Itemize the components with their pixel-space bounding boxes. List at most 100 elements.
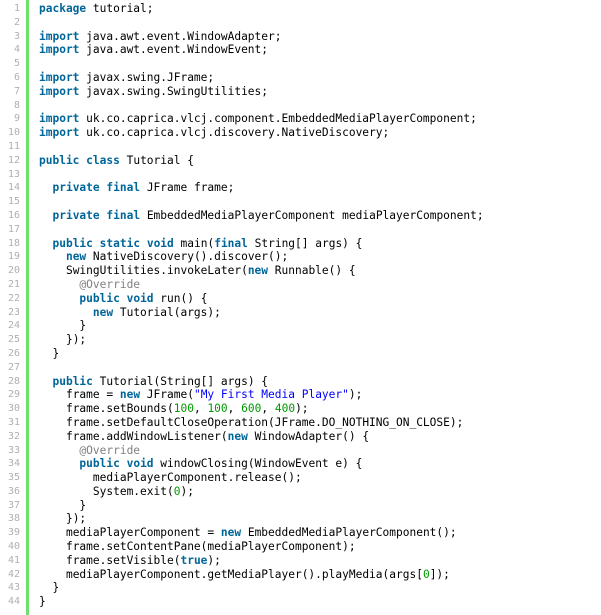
- code-token: System.exit(: [92, 484, 174, 498]
- code-indent: [39, 540, 66, 553]
- code-line: 32 frame.addWindowListener(new WindowAda…: [0, 430, 601, 444]
- code-indent: [39, 306, 93, 319]
- code-text: package tutorial;: [39, 2, 154, 16]
- code-token: main(: [173, 236, 215, 250]
- code-token: });: [65, 333, 87, 347]
- code-token: frame.setDefaultCloseOperation(JFrame.DO…: [65, 415, 464, 429]
- code-line: 20 SwingUtilities.invokeLater(new Runnab…: [0, 264, 601, 278]
- line-number: 29: [7, 389, 20, 401]
- line-number: 3: [13, 30, 20, 42]
- code-indent: [39, 568, 66, 581]
- code-token: javax.swing.SwingUtilities;: [79, 84, 269, 98]
- code-text: }: [39, 319, 86, 333]
- code-line: 14 private final JFrame frame;: [0, 181, 601, 195]
- code-text: private final JFrame frame;: [39, 181, 234, 195]
- code-line: 29 frame = new JFrame("My First Media Pl…: [0, 388, 601, 402]
- code-indent: [39, 264, 66, 277]
- code-token: SwingUtilities.invokeLater(: [65, 264, 248, 278]
- line-number: 9: [13, 113, 20, 125]
- code-indent: [39, 444, 79, 457]
- code-token: Tutorial {: [119, 153, 194, 167]
- code-line: 41 frame.setVisible(true);: [0, 554, 601, 568]
- code-token: );: [180, 484, 194, 498]
- code-indent: [39, 581, 52, 594]
- code-indent: [39, 416, 66, 429]
- keyword: import: [39, 112, 80, 126]
- string-literal: "My First Media Player": [193, 388, 349, 402]
- code-text: frame.setBounds(100, 100, 600, 400);: [39, 402, 309, 416]
- line-number: 5: [13, 58, 20, 70]
- code-token: frame.setContentPane(mediaPlayerComponen…: [65, 540, 356, 554]
- code-text: });: [39, 333, 86, 347]
- keyword: new: [92, 305, 114, 319]
- code-indent: [39, 209, 52, 222]
- line-number: 20: [7, 265, 20, 277]
- keyword: private: [52, 208, 100, 222]
- code-line: 27: [0, 361, 601, 375]
- code-text: public static void main(final String[] a…: [39, 237, 362, 251]
- keyword: public: [52, 374, 93, 388]
- gutter-divider: [26, 0, 29, 615]
- code-token: uk.co.caprica.vlcj.discovery.NativeDisco…: [79, 126, 390, 140]
- code-token: });: [65, 512, 87, 526]
- code-text: }: [39, 499, 86, 513]
- code-line: 8: [0, 99, 601, 113]
- number-literal: 400: [274, 402, 296, 416]
- code-text: mediaPlayerComponent.getMediaPlayer().pl…: [39, 568, 450, 582]
- code-token: windowClosing(WindowEvent e) {: [153, 457, 363, 471]
- code-line: 18 public static void main(final String[…: [0, 237, 601, 251]
- code-indent: [39, 237, 52, 250]
- line-number: 40: [7, 541, 20, 553]
- code-line: 43 }: [0, 581, 601, 595]
- code-token: ]);: [429, 567, 450, 581]
- code-indent: [39, 375, 52, 388]
- code-line: 40 frame.setContentPane(mediaPlayerCompo…: [0, 540, 601, 554]
- code-line: 30 frame.setBounds(100, 100, 600, 400);: [0, 402, 601, 416]
- code-indent: [39, 430, 66, 443]
- code-token: );: [348, 388, 363, 402]
- code-text: frame.setContentPane(mediaPlayerComponen…: [39, 540, 356, 554]
- code-line: 26 }: [0, 347, 601, 361]
- keyword: final: [214, 236, 248, 250]
- code-text: mediaPlayerComponent = new EmbeddedMedia…: [39, 526, 457, 540]
- keyword: package: [39, 2, 87, 15]
- code-token: frame.setBounds(: [65, 402, 174, 416]
- line-number: 17: [7, 223, 20, 235]
- code-token: JFrame(: [140, 388, 194, 402]
- keyword: void: [126, 291, 154, 305]
- code-indent: [39, 292, 79, 305]
- code-line: 21 @Override: [0, 278, 601, 292]
- code-text: public class Tutorial {: [39, 154, 194, 168]
- code-indent: [39, 471, 93, 484]
- code-text: @Override: [39, 278, 140, 292]
- code-token: mediaPlayerComponent.release();: [92, 471, 302, 485]
- code-indent: [39, 402, 66, 415]
- code-line: 35 mediaPlayerComponent.release();: [0, 471, 601, 485]
- line-number: 11: [7, 140, 20, 152]
- keyword: import: [39, 29, 80, 43]
- line-number: 4: [13, 44, 20, 56]
- annotation: @Override: [79, 443, 141, 457]
- code-text: import javax.swing.JFrame;: [39, 71, 214, 85]
- keyword: void: [146, 236, 174, 250]
- code-text: import java.awt.event.WindowEvent;: [39, 43, 268, 57]
- code-text: import uk.co.caprica.vlcj.discovery.Nati…: [39, 126, 389, 140]
- code-text: new NativeDiscovery().discover();: [39, 250, 288, 264]
- keyword: static: [99, 236, 141, 250]
- code-text: });: [39, 512, 86, 526]
- keyword: import: [39, 70, 80, 84]
- code-token: );: [295, 402, 309, 416]
- keyword: public: [79, 291, 120, 305]
- line-number: 39: [7, 527, 20, 539]
- code-line: 5: [0, 57, 601, 71]
- code-token: WindowAdapter() {: [247, 429, 370, 443]
- line-number: 30: [7, 403, 20, 415]
- code-text: frame.addWindowListener(new WindowAdapte…: [39, 430, 369, 444]
- code-token: Runnable() {: [268, 264, 356, 278]
- keyword: public: [79, 457, 120, 471]
- code-token: [120, 457, 127, 470]
